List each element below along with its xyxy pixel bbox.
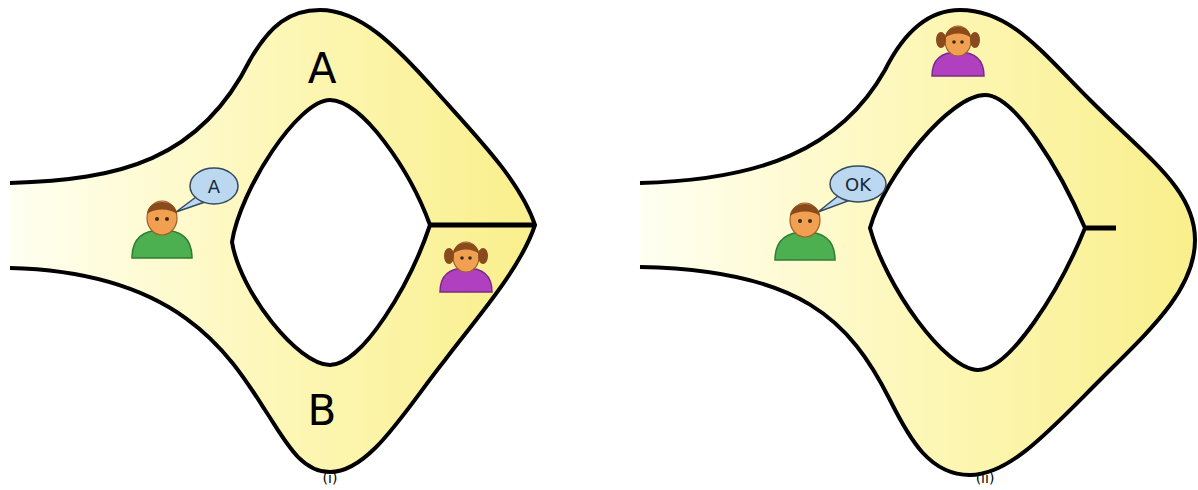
panel-caption: (ii)	[976, 470, 995, 486]
speech-text: OK	[845, 174, 871, 195]
speech-bubble: OK	[829, 165, 887, 203]
cave-inner-rock	[232, 100, 430, 365]
magic-door-closed	[430, 223, 533, 228]
man-figure	[775, 203, 835, 260]
man-figure	[132, 201, 192, 258]
woman-figure	[440, 242, 492, 292]
cave-outline	[640, 10, 1195, 475]
speech-bubble: A	[189, 167, 239, 205]
cave-outline	[10, 10, 535, 472]
path-label: A	[308, 44, 337, 93]
cave-inner-rock	[870, 95, 1085, 370]
panel-caption: (i)	[323, 470, 338, 486]
woman-figure	[932, 26, 984, 76]
magic-door-open	[1085, 226, 1116, 231]
path-label: B	[308, 386, 337, 435]
speech-text: A	[208, 176, 220, 197]
